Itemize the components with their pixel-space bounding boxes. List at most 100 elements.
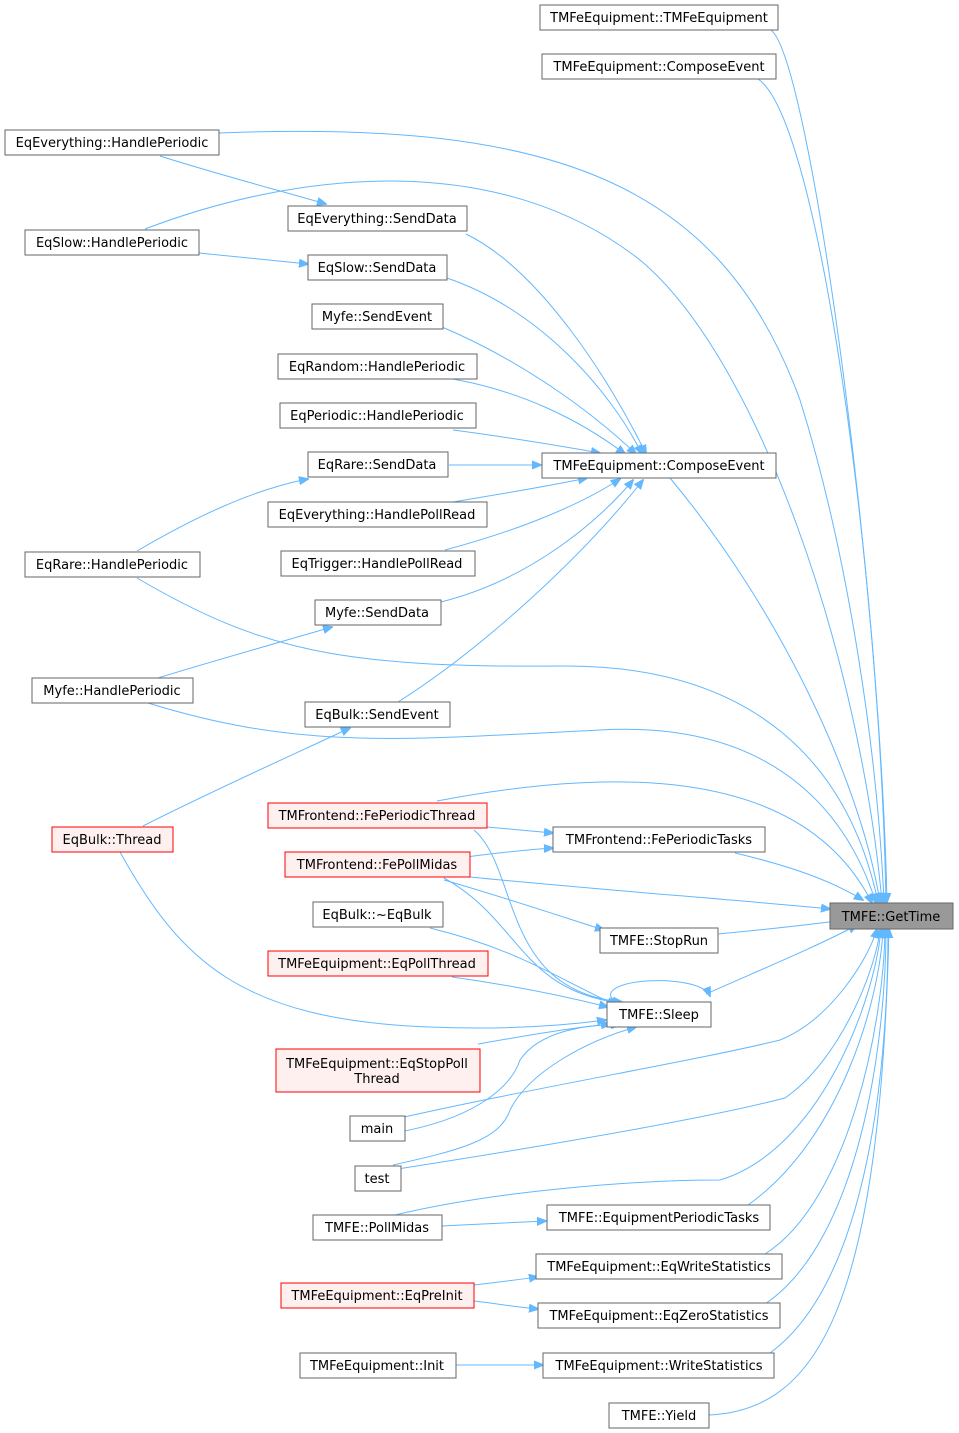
node-label: EqSlow::SendData <box>318 261 437 276</box>
node-label: EqBulk::~EqBulk <box>322 908 432 923</box>
edge <box>136 577 878 902</box>
edge <box>159 155 326 204</box>
node-label: TMFeEquipment::EqStopPoll <box>285 1057 468 1072</box>
edge <box>747 929 883 1206</box>
edge <box>429 927 616 1005</box>
node-label: TMFrontend::FePollMidas <box>296 858 458 873</box>
node-tmfeequipment-composeevent-top[interactable]: TMFeEquipment::ComposeEvent <box>541 53 777 80</box>
edge <box>486 826 553 833</box>
node-tmfeequipment-eqwritestatistics[interactable]: TMFeEquipment::EqWriteStatistics <box>535 1253 783 1280</box>
node-label: EqEverything::SendData <box>297 212 456 227</box>
node-tmfrontend-feperiodicthread[interactable]: TMFrontend::FePeriodicThread <box>267 802 488 829</box>
node-label: TMFeEquipment::EqPollThread <box>277 957 476 972</box>
node-label: TMFeEquipment::EqPreInit <box>290 1289 462 1304</box>
edge <box>377 929 877 1124</box>
node-label: TMFE::EquipmentPeriodicTasks <box>558 1211 760 1226</box>
node-label: TMFrontend::FePeriodicThread <box>278 809 476 824</box>
node-eqslow-handleperiodic[interactable]: EqSlow::HandlePeriodic <box>24 229 200 256</box>
node-eqrare-senddata[interactable]: EqRare::SendData <box>307 451 449 478</box>
edge <box>144 180 882 902</box>
node-label: EqTrigger::HandlePollRead <box>292 557 463 572</box>
node-eqeverything-handlepollread[interactable]: EqEverything::HandlePollRead <box>267 501 488 528</box>
node-eqslow-senddata[interactable]: EqSlow::SendData <box>307 254 448 281</box>
edge <box>457 848 553 859</box>
node-myfe-handleperiodic[interactable]: Myfe::HandlePeriodic <box>31 677 194 704</box>
node-label: TMFeEquipment::Init <box>309 1359 444 1374</box>
edge <box>477 1024 610 1045</box>
edge <box>473 1300 538 1309</box>
node-eqeverything-handleperiodic[interactable]: EqEverything::HandlePeriodic <box>4 129 220 156</box>
node-tmfeequipment-eqstoppollthread[interactable]: TMFeEquipment::EqStopPoll Thread <box>275 1048 481 1093</box>
node-label: TMFE::GetTime <box>841 910 941 925</box>
node-label: Myfe::HandlePeriodic <box>43 684 180 699</box>
edge <box>147 702 876 903</box>
edge <box>757 78 886 902</box>
node-tmfe-equipmentperiodictasks[interactable]: TMFE::EquipmentPeriodicTasks <box>546 1204 771 1231</box>
node-eqtrigger-handlepollread[interactable]: EqTrigger::HandlePollRead <box>280 550 476 577</box>
edge <box>377 929 880 1173</box>
node-tmfeequipment-ctor[interactable]: TMFeEquipment::TMFeEquipment <box>539 4 779 31</box>
edge <box>397 480 643 703</box>
node-tmfeequipment-eqpollthread[interactable]: TMFeEquipment::EqPollThread <box>267 950 489 977</box>
node-label: TMFeEquipment::ComposeEvent <box>552 60 764 75</box>
edge <box>446 377 625 454</box>
edge <box>446 277 642 454</box>
node-eqbulk-thread[interactable]: EqBulk::Thread <box>51 826 174 853</box>
edge <box>610 980 710 1002</box>
node-label: EqPeriodic::HandlePeriodic <box>290 409 464 424</box>
node-label: TMFeEquipment::ComposeEvent <box>552 459 764 474</box>
edge <box>443 877 620 1003</box>
node-tmfeequipment-eqzerostatistics[interactable]: TMFeEquipment::EqZeroStatistics <box>537 1302 781 1329</box>
edge <box>473 829 622 1002</box>
node-label: TMFE::StopRun <box>609 934 708 949</box>
node-tmfrontend-feperiodictasks[interactable]: TMFrontend::FePeriodicTasks <box>552 826 766 853</box>
node-eqbulk-dtor[interactable]: EqBulk::~EqBulk <box>312 901 444 928</box>
edge <box>452 429 600 453</box>
node-tmfeequipment-init[interactable]: TMFeEquipment::Init <box>299 1352 457 1379</box>
node-myfe-senddata[interactable]: Myfe::SendData <box>314 599 442 626</box>
node-label: TMFE::Sleep <box>618 1008 699 1023</box>
node-test[interactable]: test <box>354 1165 402 1192</box>
node-label: main <box>361 1122 393 1137</box>
edge <box>452 478 587 503</box>
edge <box>393 1025 620 1134</box>
edge <box>770 29 887 902</box>
node-label: EqEverything::HandlePeriodic <box>16 136 209 151</box>
nodes: TMFE::GetTime TMFeEquipment::TMFeEquipme… <box>4 4 954 1429</box>
node-eqrare-handleperiodic[interactable]: EqRare::HandlePeriodic <box>24 551 201 578</box>
node-tmfe-yield[interactable]: TMFE::Yield <box>608 1402 710 1429</box>
node-tmfrontend-fepollmidas[interactable]: TMFrontend::FePollMidas <box>284 851 471 878</box>
edge <box>669 477 880 902</box>
node-label: TMFrontend::FePeriodicTasks <box>565 833 752 848</box>
node-label: Myfe::SendEvent <box>322 310 432 325</box>
node-label: Thread <box>353 1072 399 1087</box>
node-tmfe-stoprun[interactable]: TMFE::StopRun <box>599 927 719 954</box>
node-tmfeequipment-eqpreinit[interactable]: TMFeEquipment::EqPreInit <box>280 1282 475 1309</box>
node-label: EqBulk::SendEvent <box>315 708 439 723</box>
node-eqperiodic-handleperiodic[interactable]: EqPeriodic::HandlePeriodic <box>279 402 477 429</box>
edge <box>764 929 886 1305</box>
node-tmfeequipment-composeevent-mid[interactable]: TMFeEquipment::ComposeEvent <box>541 452 777 479</box>
edge <box>218 130 884 902</box>
node-tmfeequipment-writestatistics[interactable]: TMFeEquipment::WriteStatistics <box>542 1352 775 1379</box>
edge <box>198 252 308 264</box>
node-myfe-sendevent[interactable]: Myfe::SendEvent <box>311 303 444 330</box>
node-tmfe-gettime[interactable]: TMFE::GetTime <box>829 902 954 930</box>
node-eqbulk-sendevent[interactable]: EqBulk::SendEvent <box>304 701 451 728</box>
edges <box>119 29 889 1416</box>
node-eqeverything-senddata[interactable]: EqEverything::SendData <box>287 205 468 232</box>
node-main[interactable]: main <box>349 1115 406 1142</box>
node-tmfe-sleep[interactable]: TMFE::Sleep <box>606 1001 712 1028</box>
node-label: TMFeEquipment::WriteStatistics <box>555 1359 763 1374</box>
edge <box>769 929 888 1354</box>
edge <box>440 480 633 603</box>
edge <box>119 851 606 1029</box>
edge <box>443 879 604 930</box>
node-tmfe-pollmidas[interactable]: TMFE::PollMidas <box>312 1214 443 1241</box>
node-eqrandom-handleperiodic[interactable]: EqRandom::HandlePeriodic <box>277 353 478 380</box>
node-label: EqRandom::HandlePeriodic <box>289 360 465 375</box>
edge <box>708 929 889 1416</box>
node-label: EqSlow::HandlePeriodic <box>36 236 188 251</box>
edge <box>451 976 608 1007</box>
